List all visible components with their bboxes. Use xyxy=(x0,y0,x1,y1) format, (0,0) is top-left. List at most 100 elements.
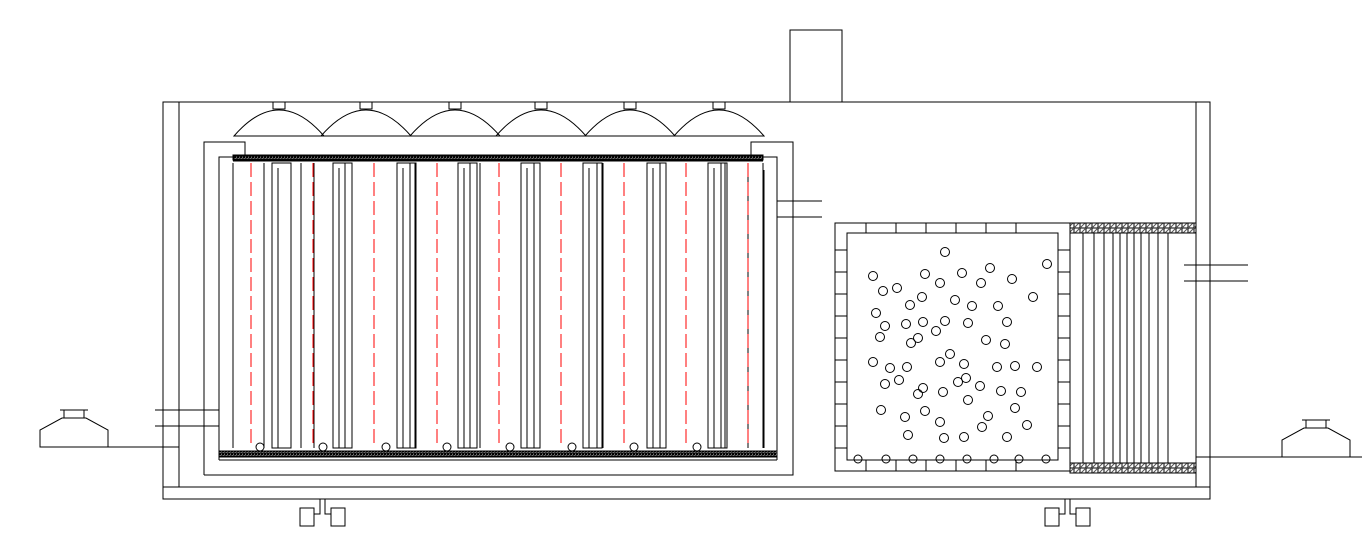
dome-cap xyxy=(712,101,726,110)
dome-cap xyxy=(448,101,462,110)
dome-cap xyxy=(272,101,286,110)
filter-media-ball xyxy=(1010,403,1020,413)
filter-media-ball xyxy=(940,247,950,257)
tank-right-outer-wall xyxy=(204,141,794,476)
filter-media-ball xyxy=(959,432,969,442)
bottom-bubble xyxy=(567,442,577,452)
exhaust-chimney xyxy=(789,29,843,102)
filter-media-ball xyxy=(920,406,930,416)
filter-media-ball xyxy=(906,338,916,348)
filter-media-ball xyxy=(901,319,911,329)
filter-media-ball xyxy=(939,433,949,443)
filter-media-ball xyxy=(981,335,991,345)
filter-bottom-bubble xyxy=(1041,454,1051,464)
dome-cap xyxy=(534,101,548,110)
filter-media-ball xyxy=(1007,274,1017,284)
right-end-cap-knob xyxy=(1305,419,1327,429)
filter-chamber xyxy=(834,222,1071,472)
filter-media-ball xyxy=(953,377,963,387)
filter-media-ball xyxy=(963,318,973,328)
filter-media-ball xyxy=(945,349,955,359)
electrode-plate xyxy=(707,162,728,449)
right-end-cap xyxy=(1281,419,1351,458)
filter-media-ball xyxy=(1010,361,1020,371)
filter-media-ball xyxy=(940,316,950,326)
filter-media-balls xyxy=(868,247,1052,443)
electrode-plate xyxy=(520,162,541,449)
electrode-plate xyxy=(582,162,603,449)
filter-media-ball xyxy=(996,386,1006,396)
filter-media-ball xyxy=(938,387,948,397)
dome-covers xyxy=(232,101,766,137)
electrode-plates xyxy=(232,162,764,449)
dome-cover xyxy=(408,109,502,137)
filter-media-ball xyxy=(871,308,881,318)
filter-media-ball xyxy=(880,321,890,331)
filter-media-ball xyxy=(931,326,941,336)
filter-wall-ticks xyxy=(835,223,1070,471)
electrode-plate xyxy=(271,162,292,449)
filter-chamber-inner xyxy=(846,232,1059,461)
tank-left-inner-wall xyxy=(218,156,245,460)
filter-media-ball xyxy=(992,362,1002,372)
filter-media-ball xyxy=(977,422,987,432)
filter-bottom-bubble xyxy=(962,454,972,464)
top-mesh-strip xyxy=(232,154,764,161)
filter-media-ball xyxy=(1016,387,1026,397)
bottom-bubble xyxy=(442,442,452,452)
filter-media-ball xyxy=(894,375,904,385)
bottom-bubble xyxy=(318,442,328,452)
filter-media-ball xyxy=(918,317,928,327)
filter-media-ball xyxy=(868,357,878,367)
filter-media-ball xyxy=(892,283,902,293)
filter-media-ball xyxy=(1032,362,1042,372)
base-line xyxy=(39,409,1362,458)
dome-cover xyxy=(672,109,766,137)
filter-media-ball xyxy=(885,363,895,373)
filter-media-ball xyxy=(1028,292,1038,302)
filter-media-ball xyxy=(976,278,986,288)
bottom-mesh-strip xyxy=(218,450,778,458)
pipes xyxy=(155,200,1248,427)
filter-media-ball xyxy=(902,362,912,372)
electrode-plate xyxy=(332,162,353,449)
filter-media-ball xyxy=(875,332,885,342)
filter-bottom-bubble xyxy=(853,454,863,464)
filter-media-ball xyxy=(900,412,910,422)
filter-media-ball xyxy=(935,417,945,427)
filter-media-ball xyxy=(993,301,1003,311)
housing xyxy=(162,101,1211,500)
filter-media-ball xyxy=(959,359,969,369)
filter-media-ball xyxy=(957,268,967,278)
filter-media-ball xyxy=(975,381,985,391)
filter-bottom-bubble xyxy=(1014,454,1024,464)
filter-media-ball xyxy=(1002,317,1012,327)
filter-media-ball xyxy=(917,292,927,302)
filter-media-ball xyxy=(950,295,960,305)
filter-media-ball xyxy=(880,379,890,389)
tank-left-outer-wall xyxy=(203,141,246,475)
filter-media-ball xyxy=(935,278,945,288)
filter-media-ball xyxy=(913,389,923,399)
filter-bottom-bubble xyxy=(989,454,999,464)
housing-outer-wall xyxy=(162,101,1211,500)
filter-media-ball xyxy=(961,373,971,383)
filter-media-ball xyxy=(1002,432,1012,442)
filter-media-ball xyxy=(935,357,945,367)
filter-media-ball xyxy=(963,395,973,405)
filter-bottom-bubble xyxy=(908,454,918,464)
right-end-cap-body xyxy=(1281,427,1351,458)
filter-media-ball xyxy=(878,286,888,296)
bottom-bubble xyxy=(692,442,702,452)
filter-chamber-outer xyxy=(834,222,1071,472)
filter-media-ball xyxy=(876,405,886,415)
reaction-tank xyxy=(203,141,794,476)
left-end-cap-knob xyxy=(63,409,85,419)
filter-media-ball xyxy=(985,263,995,273)
red-dashed-lines xyxy=(250,163,749,448)
bottom-bubble xyxy=(505,442,515,452)
filter-media-ball xyxy=(1000,339,1010,349)
filter-bottom-bubble xyxy=(881,454,891,464)
